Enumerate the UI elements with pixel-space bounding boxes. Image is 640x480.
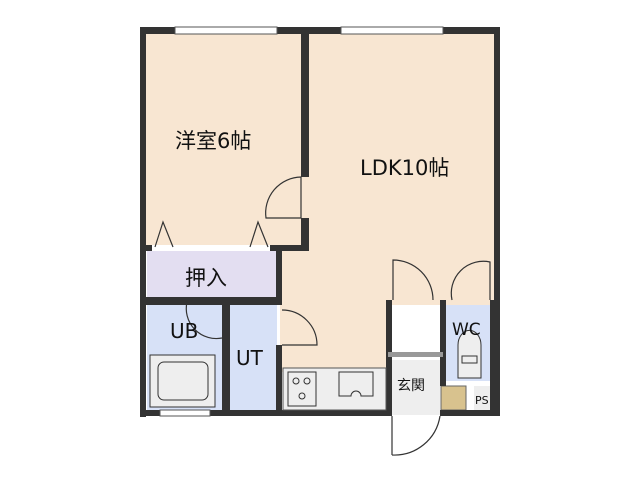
western-room-floor xyxy=(144,32,304,248)
bath-window xyxy=(159,409,211,417)
closet-opening xyxy=(152,245,270,251)
western-door-swing xyxy=(265,176,302,219)
room-label-closet: 押入 xyxy=(185,266,227,290)
sink-icon xyxy=(338,371,374,397)
pipe-space xyxy=(474,386,494,410)
shoe-box xyxy=(440,385,467,411)
room-label-ps: PS xyxy=(475,394,489,407)
room-label-unit-bath: UB xyxy=(170,319,198,343)
utility-door-swing xyxy=(281,309,318,346)
kitchen-counter xyxy=(282,367,387,411)
room-label-entrance: 玄関 xyxy=(397,377,425,394)
closet-doors xyxy=(154,220,269,248)
bathtub-inner xyxy=(157,361,209,401)
ldk-lower-floor xyxy=(280,248,390,372)
doors xyxy=(154,176,491,456)
entrance-floor xyxy=(392,360,440,415)
utility-floor xyxy=(230,305,277,410)
room-label-wc: WC xyxy=(452,320,481,340)
window-western xyxy=(174,26,278,35)
room-label-ldk: LDK10帖 xyxy=(360,156,449,180)
window-ldk xyxy=(340,26,444,35)
room-label-utility: UT xyxy=(236,346,264,370)
closet-floor xyxy=(147,250,277,298)
room-label-western: 洋室6帖 xyxy=(175,129,251,153)
hall-floor xyxy=(392,305,440,360)
stove-icon xyxy=(287,371,317,407)
hall-door-swing xyxy=(392,259,434,301)
step-line xyxy=(388,352,443,357)
toilet-icon xyxy=(457,329,482,379)
bath-door-swing xyxy=(185,301,223,340)
wc-door-swing xyxy=(450,260,491,301)
entrance-door-swing xyxy=(391,415,441,456)
